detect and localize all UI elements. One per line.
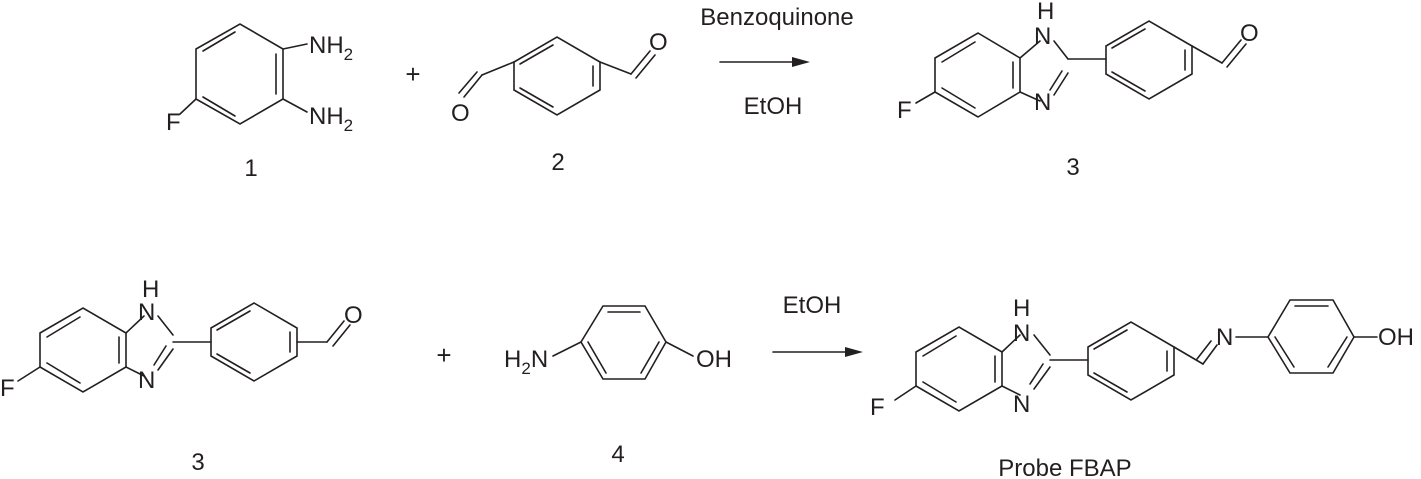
nitrogen-label: N xyxy=(138,299,155,326)
compound-3-bonds xyxy=(915,20,1247,118)
compound-1-bonds xyxy=(179,23,308,125)
compound-2-structure: O O xyxy=(451,29,668,127)
oxygen-label: O xyxy=(344,302,363,329)
imine-nitrogen-label: N xyxy=(1216,324,1233,351)
amine-label: NH2 xyxy=(309,32,353,64)
compound-4-structure: H2N OH xyxy=(504,305,732,380)
oxygen-label: O xyxy=(1240,20,1259,47)
reagent-label: Benzoquinone xyxy=(700,4,853,31)
amine-label: NH2 xyxy=(309,103,353,135)
reaction-arrow-1 xyxy=(719,57,810,67)
fluorine-label: F xyxy=(870,394,885,421)
nitrogen-label: N xyxy=(1013,320,1030,347)
compound-3-structure: H N N F O xyxy=(897,0,1259,124)
compound-4-bonds xyxy=(552,305,694,380)
fluorine-label: F xyxy=(166,109,181,136)
nitrogen-label: N xyxy=(138,367,155,394)
oxygen-label: O xyxy=(451,100,470,127)
compound-1-structure: NH2 NH2 F xyxy=(166,23,353,136)
probe-fbap-label: Probe FBAP xyxy=(998,455,1131,479)
probe-fbap-structure: H N N F N OH xyxy=(870,295,1414,421)
solvent-label: EtOH xyxy=(783,292,842,319)
fluorine-label: F xyxy=(0,375,15,402)
hydrogen-label: H xyxy=(142,276,159,303)
nitrogen-label: N xyxy=(1013,391,1030,418)
nitrogen-label: N xyxy=(1034,89,1051,116)
solvent-label: EtOH xyxy=(744,93,803,120)
compound-3-label-row2: 3 xyxy=(191,449,204,476)
compound-4-label: 4 xyxy=(611,441,624,468)
hydroxyl-label: OH xyxy=(696,346,732,373)
hydrogen-label: H xyxy=(1013,295,1030,322)
compound-2-label: 2 xyxy=(551,149,564,176)
plus-sign: + xyxy=(405,59,420,89)
reaction-arrow-2 xyxy=(772,347,863,357)
probe-fbap-bonds xyxy=(894,299,1378,412)
compound-3-structure-row2: H N N F O xyxy=(0,276,363,402)
amine-label: H2N xyxy=(504,346,548,378)
hydroxyl-label: OH xyxy=(1378,324,1414,351)
nitrogen-label: N xyxy=(1034,23,1051,50)
fluorine-label: F xyxy=(897,97,912,124)
compound-2-bonds xyxy=(458,36,656,116)
compound-1-label: 1 xyxy=(244,155,257,182)
hydrogen-label: H xyxy=(1037,0,1054,25)
plus-sign: + xyxy=(436,340,451,370)
oxygen-label: O xyxy=(649,29,668,56)
compound-3-label: 3 xyxy=(1066,154,1079,181)
compound-3-row2-bonds xyxy=(17,302,351,393)
